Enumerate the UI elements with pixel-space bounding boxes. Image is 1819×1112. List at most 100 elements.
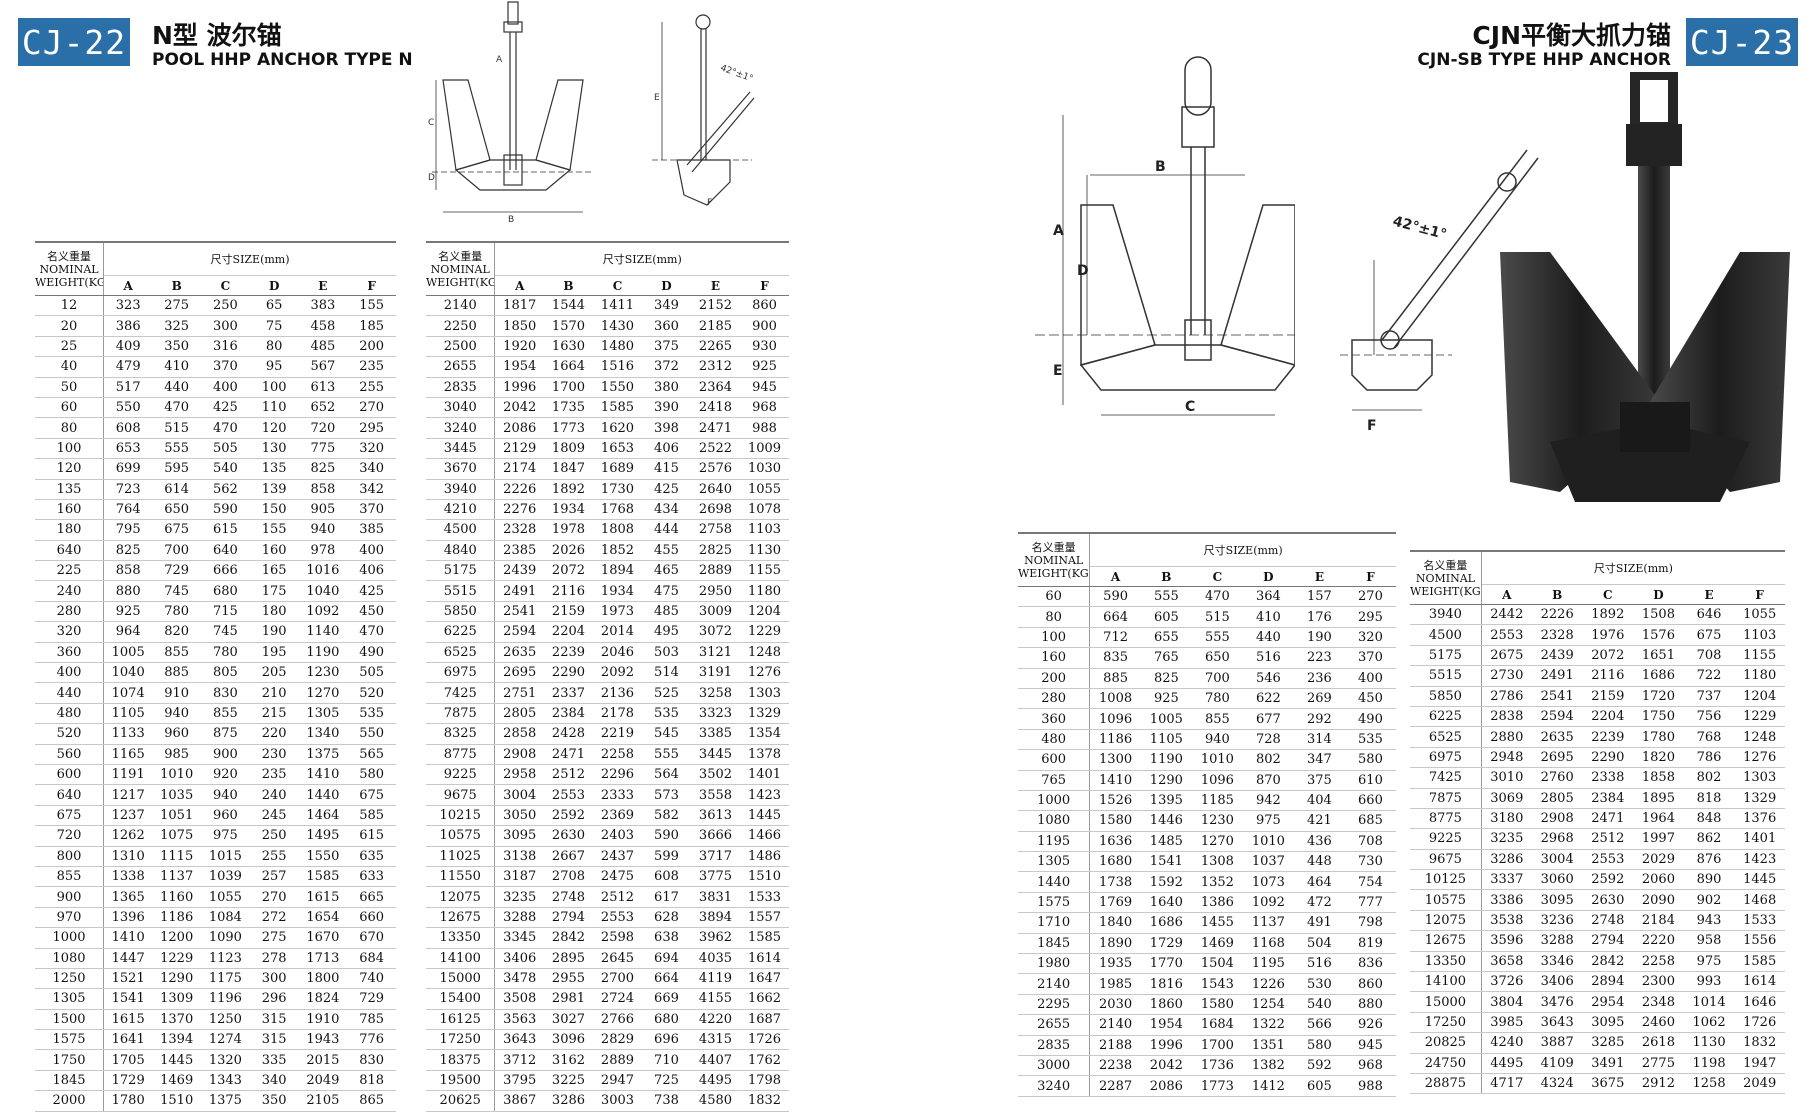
dimension-cell: 605 xyxy=(1293,1075,1345,1097)
weight-cell: 11550 xyxy=(426,866,496,888)
dimension-cell: 988 xyxy=(1344,1075,1396,1097)
dimension-cell: 768 xyxy=(1683,726,1735,748)
dimension-cell: 855 xyxy=(152,642,202,664)
weight-header-line: 名义重量 xyxy=(1031,540,1076,554)
weight-cell: 9675 xyxy=(1410,849,1482,871)
dimension-cell: 3406 xyxy=(494,948,544,969)
dimension-cell: 1495 xyxy=(298,825,348,847)
weight-cell: 180 xyxy=(35,519,105,541)
dimension-cell: 1382 xyxy=(1242,1055,1294,1077)
dimension-cell: 3775 xyxy=(690,866,740,888)
dimension-cell: 2594 xyxy=(494,621,544,643)
dimension-cell: 1730 xyxy=(592,479,642,500)
dimension-cell: 2238 xyxy=(1089,1055,1141,1077)
dimension-cell: 1858 xyxy=(1633,767,1684,789)
dimension-cell: 2333 xyxy=(592,784,642,806)
dimension-cell: 1468 xyxy=(1734,889,1785,911)
dimension-cell: 1736 xyxy=(1191,1055,1243,1077)
weight-cell: 3240 xyxy=(426,417,496,439)
dimension-cell: 930 xyxy=(739,336,789,358)
dimension-cell: 300 xyxy=(249,968,299,990)
dimension-cell: 2766 xyxy=(592,1009,642,1031)
dimension-cell: 1832 xyxy=(739,1090,789,1112)
weight-header-line: 名义重量 xyxy=(438,249,483,263)
weight-cell: 6225 xyxy=(1410,706,1482,728)
dimension-cell: 1010 xyxy=(1191,749,1243,771)
column-header: F xyxy=(739,275,789,296)
dimension-cell: 1396 xyxy=(103,907,153,929)
dimension-cell: 680 xyxy=(201,580,250,602)
dimension-cell: 2512 xyxy=(1582,828,1634,850)
dimension-cell: 777 xyxy=(1344,892,1396,914)
weight-cell: 600 xyxy=(1018,749,1091,771)
dimension-cell: 349 xyxy=(641,295,691,317)
dimension-cell: 2645 xyxy=(592,948,642,969)
dimension-cell: 818 xyxy=(347,1070,396,1092)
dimension-cell: 255 xyxy=(249,846,299,867)
dimension-cell: 3613 xyxy=(690,805,740,827)
dimension-cell: 220 xyxy=(249,723,299,745)
dimension-cell: 1186 xyxy=(152,907,202,929)
dimension-cell: 421 xyxy=(1293,810,1345,832)
dimension-cell: 1996 xyxy=(494,377,544,398)
dimension-cell: 830 xyxy=(201,682,250,704)
dimension-cell: 1055 xyxy=(201,886,250,908)
dimension-cell: 710 xyxy=(641,1049,691,1071)
dimension-cell: 3675 xyxy=(1582,1073,1634,1095)
cjn-anchor-photo xyxy=(1490,72,1795,512)
dimension-cell: 669 xyxy=(641,988,691,1010)
dimension-cell: 1300 xyxy=(1089,749,1141,771)
dimension-cell: 2220 xyxy=(1633,930,1684,952)
dimension-cell: 860 xyxy=(739,295,789,317)
dimension-cell: 1092 xyxy=(298,601,348,623)
dimension-cell: 470 xyxy=(201,417,250,439)
dimension-cell: 1005 xyxy=(1140,708,1192,730)
dimension-cell: 2471 xyxy=(690,417,740,439)
dimension-cell: 720 xyxy=(298,417,348,439)
dimension-cell: 1686 xyxy=(1633,665,1684,687)
pool-anchor-title-en: POOL HHP ANCHOR TYPE N xyxy=(152,50,413,70)
cjn-anchor-title-en: CJN-SB TYPE HHP ANCHOR xyxy=(1417,50,1671,70)
dimension-cell: 2958 xyxy=(494,764,544,786)
dimension-cell: 725 xyxy=(641,1070,691,1092)
dimension-cell: 1445 xyxy=(739,805,789,827)
dimension-cell: 1309 xyxy=(152,988,202,1010)
dimension-cell: 2912 xyxy=(1633,1073,1684,1095)
dimension-cell: 1615 xyxy=(298,886,348,908)
dimension-cell: 665 xyxy=(347,886,396,908)
dimension-cell: 504 xyxy=(1293,933,1345,955)
dimension-cell: 1010 xyxy=(152,764,202,786)
dimension-cell: 675 xyxy=(1683,624,1735,646)
dimension-cell: 1544 xyxy=(543,295,593,317)
weight-cell: 440 xyxy=(35,682,105,704)
dimension-cell: 1954 xyxy=(1140,1014,1192,1036)
dimension-cell: 360 xyxy=(641,315,691,337)
dimension-cell: 2116 xyxy=(543,580,593,602)
weight-cell: 100 xyxy=(35,438,105,460)
weight-cell: 600 xyxy=(35,764,105,786)
dimension-cell: 1640 xyxy=(1140,892,1192,914)
dimension-cell: 615 xyxy=(347,825,396,847)
dimension-cell: 745 xyxy=(201,621,250,643)
dimension-cell: 2576 xyxy=(690,458,740,480)
dimension-cell: 2491 xyxy=(1531,665,1583,687)
dimension-cell: 1015 xyxy=(201,846,250,867)
svg-text:E: E xyxy=(1053,363,1063,379)
dimension-cell: 2116 xyxy=(1582,665,1634,687)
weight-cell: 13350 xyxy=(426,927,496,949)
dimension-cell: 350 xyxy=(152,336,202,358)
dimension-cell: 1185 xyxy=(1191,790,1243,812)
